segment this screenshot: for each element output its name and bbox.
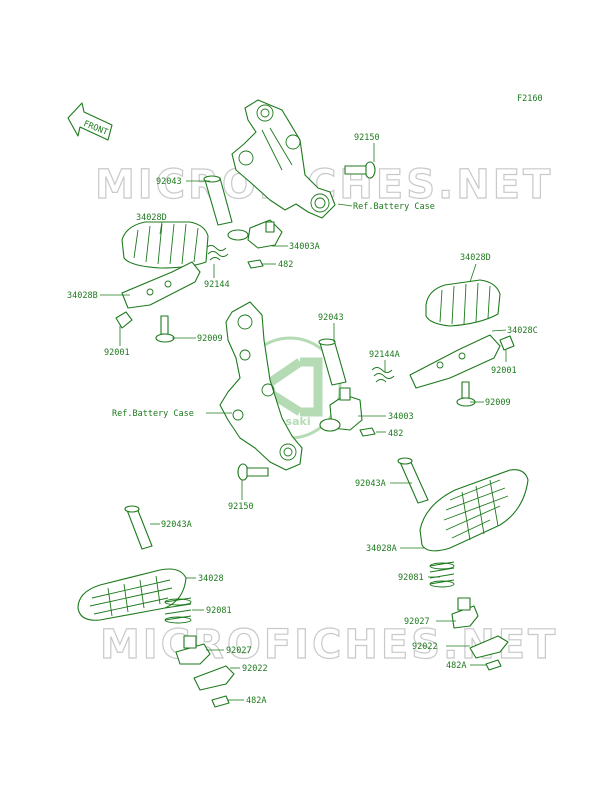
footpeg-34028B — [121, 261, 201, 309]
footpeg-rubber-34028D-left — [121, 221, 209, 269]
pin-92043-top — [203, 175, 233, 226]
pin-92043-mid — [318, 338, 347, 386]
label-92081-left: 92081 — [206, 606, 232, 616]
label-34003: 34003 — [388, 412, 414, 422]
pivot-34003 — [319, 387, 363, 432]
middle-footpeg-bracket — [219, 301, 303, 471]
upper-footpeg-bracket — [231, 99, 336, 219]
label-92043A-left: 92043A — [161, 520, 192, 530]
spring-92081-right — [429, 561, 455, 588]
label-92043A-right: 92043A — [355, 479, 386, 489]
label-92027-left: 92027 — [226, 646, 252, 656]
label-ref-battery-case-mid: Ref.Battery Case — [112, 409, 194, 419]
label-92022-left: 92022 — [242, 664, 268, 674]
label-92009-left: 92009 — [197, 334, 223, 344]
bolt-92009-left — [155, 315, 175, 343]
label-34028: 34028 — [198, 574, 224, 584]
label-92043-mid: 92043 — [318, 313, 344, 323]
clip-482A-left — [211, 695, 230, 708]
label-482-top: 482 — [278, 260, 293, 270]
plate-92022-left — [193, 665, 235, 691]
label-92027-right: 92027 — [404, 617, 430, 627]
clip-482-mid — [359, 427, 376, 437]
footpeg-34028A — [419, 469, 529, 552]
label-92144A: 92144A — [369, 350, 400, 360]
label-34028C: 34028C — [507, 326, 538, 336]
detent-92027-right — [451, 597, 479, 629]
bolt-92150-top — [344, 161, 376, 179]
bolt-92001-left — [115, 311, 133, 329]
diagram-code: F2160 — [517, 94, 543, 104]
label-92001-right: 92001 — [491, 366, 517, 376]
label-92081-right: 92081 — [398, 573, 424, 583]
label-482-mid: 482 — [388, 429, 403, 439]
pin-92043A-left — [124, 505, 153, 550]
label-34028A: 34028A — [366, 544, 397, 554]
label-34003A: 34003A — [289, 242, 320, 252]
label-92009-right: 92009 — [485, 398, 511, 408]
spring-92081-left — [164, 597, 192, 624]
label-92150-bottom: 92150 — [228, 502, 254, 512]
leader-lines — [100, 143, 507, 701]
label-34028D-right: 34028D — [460, 253, 491, 263]
detent-92027-left — [175, 635, 211, 665]
label-482A-right: 482A — [446, 661, 466, 671]
clip-482-top — [247, 259, 264, 269]
spring-92144 — [205, 245, 229, 261]
label-92144: 92144 — [204, 280, 230, 290]
label-34028D-left: 34028D — [136, 213, 167, 223]
pin-92043A-right — [397, 457, 429, 504]
label-34028B: 34028B — [67, 291, 98, 301]
bolt-92150-bottom — [237, 463, 269, 481]
footpeg-34028C — [409, 334, 501, 389]
clip-482A-right — [485, 659, 502, 671]
label-92022-right: 92022 — [412, 642, 438, 652]
label-482A-left: 482A — [246, 696, 266, 706]
label-ref-battery-case-top: Ref.Battery Case — [353, 202, 435, 212]
spring-92144A — [371, 367, 395, 383]
bolt-92001-right — [499, 335, 515, 351]
part-labels: 92150 92043 Ref.Battery Case 34028D 3400… — [67, 133, 538, 706]
footpeg-rubber-34028D-right — [425, 279, 501, 327]
front-arrow-icon: FRONT — [67, 102, 113, 141]
footpeg-34028 — [77, 568, 187, 621]
label-92043-top: 92043 — [156, 177, 182, 187]
label-92001-left: 92001 — [104, 348, 130, 358]
plate-92022-right — [469, 635, 509, 659]
label-92150-top: 92150 — [354, 133, 380, 143]
pivot-34003A — [227, 219, 283, 249]
